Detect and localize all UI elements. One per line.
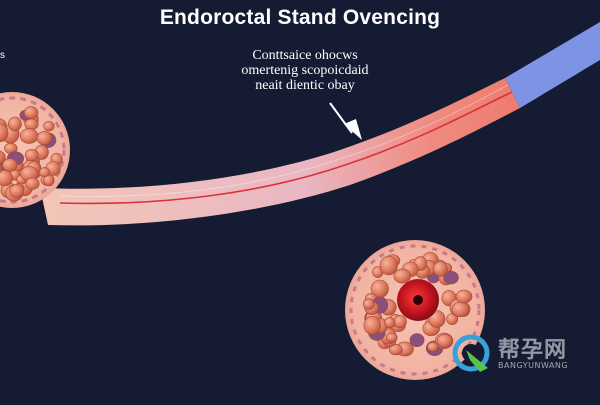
cell — [384, 317, 396, 328]
cell — [388, 344, 403, 356]
cell — [409, 333, 425, 347]
cell — [7, 116, 22, 132]
arrow-icon — [329, 102, 362, 140]
tube-red-line — [59, 91, 513, 205]
cell — [363, 315, 381, 335]
tube-tip — [505, 22, 600, 108]
cell — [0, 150, 6, 165]
cell — [393, 315, 407, 329]
watermark-en: BANGYUNWANG — [498, 361, 569, 370]
cell — [36, 131, 53, 146]
cell — [379, 255, 398, 276]
cell — [393, 268, 411, 284]
annotation-line-3: neait dientic obay — [255, 78, 355, 93]
annotation-line-1: Conttsaice ohocws — [252, 48, 358, 63]
edge-mark: s — [0, 50, 5, 61]
cell — [0, 169, 13, 187]
watermark: 帮孕网 BANGYUNWANG — [448, 330, 598, 378]
cell — [385, 332, 398, 343]
cell — [451, 301, 470, 318]
cell — [433, 261, 448, 277]
left-tissue — [0, 92, 70, 208]
annotation-text: Conttsaice ohocws omertenig scopoicdaid … — [205, 48, 405, 93]
cell — [455, 289, 473, 304]
cell — [43, 120, 55, 132]
annotation-line-2: omertenig scopoicdaid — [241, 63, 369, 78]
q-logo-icon — [452, 334, 490, 372]
cell — [24, 118, 39, 131]
cell — [25, 177, 40, 190]
cell — [436, 333, 453, 348]
cell — [443, 270, 459, 285]
cell — [24, 149, 39, 162]
cell — [23, 106, 39, 119]
watermark-cn: 帮孕网 — [498, 338, 568, 363]
tube-highlight — [59, 84, 509, 197]
cell — [0, 164, 2, 174]
cell — [19, 128, 39, 144]
cell — [427, 341, 439, 352]
page-title: Endoroctal Stand Ovencing — [159, 6, 441, 29]
right-tissue — [345, 240, 485, 380]
cell — [2, 158, 18, 172]
cell — [9, 184, 25, 198]
tube-body — [40, 78, 520, 226]
cell — [0, 123, 9, 143]
cell — [362, 298, 375, 310]
